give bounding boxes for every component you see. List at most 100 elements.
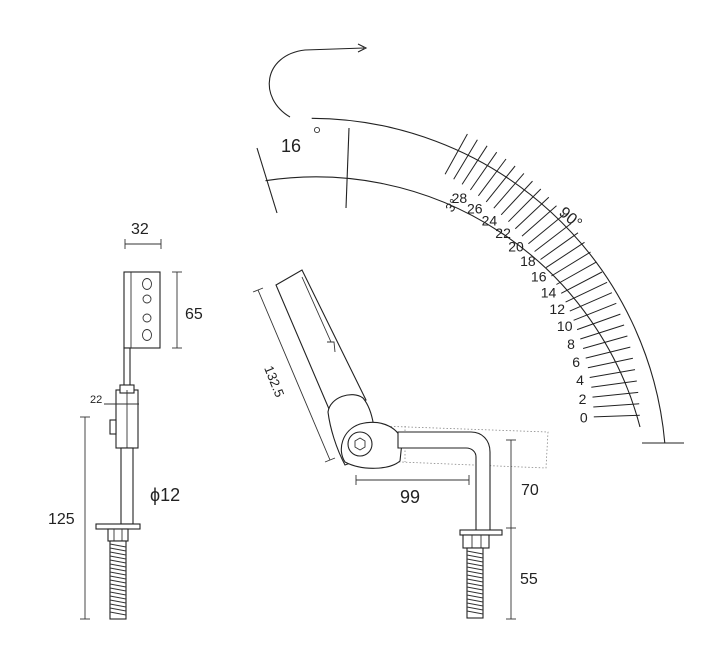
- rotation-arrow-head: [357, 43, 368, 53]
- scale-tick: [576, 313, 621, 331]
- thread-line: [466, 586, 484, 591]
- hex-nut: [107, 528, 129, 542]
- scale-label: 8: [567, 336, 575, 352]
- slot-hole: [142, 278, 152, 290]
- scale-tick: [521, 205, 557, 237]
- thread-line: [466, 558, 484, 563]
- scale-tick: [573, 302, 617, 321]
- scale-label: 24: [482, 212, 498, 228]
- scale-tick: [582, 335, 628, 349]
- scale-tick: [556, 261, 597, 285]
- thread-line: [109, 587, 127, 592]
- thread-line: [109, 595, 127, 600]
- scale-tick: [508, 188, 542, 223]
- scale-tick: [560, 271, 603, 294]
- outer-arc: [311, 117, 666, 444]
- scale-label: 0: [580, 410, 588, 426]
- thread-line: [109, 603, 127, 608]
- scale-tick: [551, 251, 591, 277]
- scale-tick: [453, 139, 478, 180]
- total-height-label: 125: [48, 511, 75, 528]
- scale-ticks: [444, 133, 640, 418]
- plate-hole: [142, 313, 152, 323]
- front-view: 132.5 99 70 55: [252, 269, 549, 620]
- thread-line: [109, 575, 127, 580]
- thread-line: [109, 583, 127, 588]
- thread-line: [109, 591, 127, 596]
- lower-height-label: 55: [520, 571, 538, 588]
- thread-line: [109, 607, 127, 612]
- scale-tick: [444, 133, 468, 175]
- scale-tick: [587, 357, 634, 369]
- thread-line: [466, 582, 484, 587]
- scale-tick: [589, 369, 636, 378]
- thread-line: [109, 579, 127, 584]
- upper-limit-line: [345, 127, 350, 209]
- scale-tick: [477, 158, 507, 197]
- thread-line: [466, 566, 484, 571]
- thread-line: [109, 599, 127, 604]
- plate-hole: [142, 294, 152, 304]
- thread-line: [466, 602, 484, 607]
- scale-tick: [593, 403, 640, 408]
- scale-tick: [585, 346, 631, 359]
- mounting-plate: [123, 271, 161, 349]
- hinge-bolt: [347, 431, 373, 457]
- scale-tick: [461, 145, 488, 185]
- scale-label: 28: [452, 190, 468, 206]
- thread-line: [466, 550, 484, 555]
- scale-label: 4: [576, 372, 584, 388]
- thread-line: [109, 547, 127, 552]
- thread-line: [109, 555, 127, 560]
- scale-label: 2: [579, 391, 587, 407]
- thread-line: [466, 590, 484, 595]
- thread-line: [466, 562, 484, 567]
- scale-tick: [493, 173, 525, 209]
- bent-rod: [397, 431, 491, 531]
- scale-tick: [528, 214, 565, 245]
- limit-line-left: [256, 147, 278, 214]
- scale-label: 10: [557, 318, 573, 334]
- threaded-rod-shaft: [120, 447, 134, 525]
- scale-tick: [540, 232, 579, 260]
- thread-line: [109, 567, 127, 572]
- thread-line: [466, 610, 484, 615]
- scale-label: 14: [541, 284, 557, 300]
- scale-label: 26: [467, 201, 483, 217]
- thread-line: [466, 570, 484, 575]
- slot-hole: [142, 329, 152, 341]
- scale-tick: [580, 324, 625, 340]
- plate-height-label: 65: [185, 306, 203, 323]
- scale-label: 6: [572, 354, 580, 370]
- rod-diameter-label: ϕ12: [150, 485, 180, 505]
- scale-tick: [534, 223, 572, 252]
- inner-arc: [265, 176, 641, 428]
- upper-height-label: 70: [521, 482, 539, 499]
- collar-label: 22: [90, 394, 102, 406]
- thread-line: [466, 594, 484, 599]
- scale-label: 16: [531, 269, 547, 285]
- thread-line: [466, 606, 484, 611]
- hex-socket: [354, 437, 366, 451]
- scale-tick: [500, 180, 533, 216]
- thread-line: [109, 611, 127, 616]
- scale-tick: [565, 281, 608, 303]
- thread-line: [109, 551, 127, 556]
- rotation-arrow-curve: [268, 47, 365, 118]
- thread-line: [466, 578, 484, 583]
- thread-line: [466, 574, 484, 579]
- scale-tick: [592, 391, 639, 398]
- side-view: 32 65 22 1: [48, 221, 203, 620]
- thread-line: [109, 571, 127, 576]
- scale-label: 22: [495, 225, 511, 241]
- scale-tick: [591, 380, 637, 388]
- range-angle-label: 90°: [555, 204, 584, 233]
- scale-tick: [514, 196, 550, 230]
- washer: [95, 523, 141, 530]
- arm-length-label: 132.5: [261, 364, 287, 400]
- degree-circle: [313, 126, 321, 134]
- scale-tick: [485, 165, 516, 203]
- scale-tick: [593, 414, 640, 418]
- scale-tick: [469, 151, 498, 191]
